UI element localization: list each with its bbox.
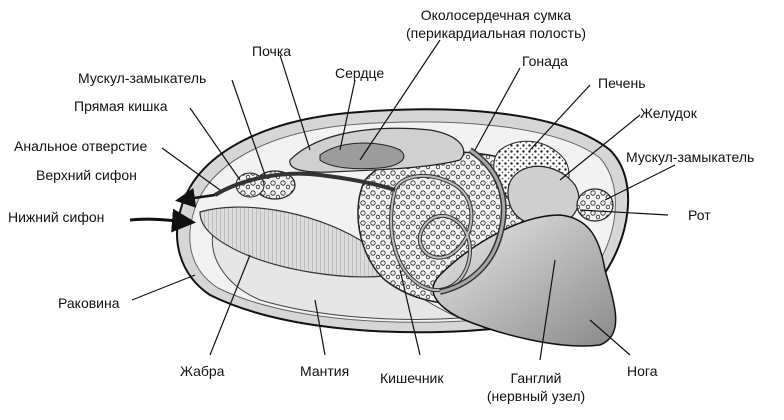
label-ganglion-1: Ганглий (511, 370, 562, 386)
foot-shape (432, 214, 617, 347)
label-mantle: Мантия (300, 363, 349, 379)
label-shell: Раковина (58, 295, 120, 311)
label-ganglion-2: (нервный узел) (487, 388, 585, 404)
heart-shape (319, 142, 405, 170)
lower-siphon-arrow (129, 208, 196, 233)
upper-siphon-arrow (175, 187, 216, 208)
label-upper-siphon: Верхний сифон (36, 167, 137, 183)
label-intestine: Кишечник (380, 370, 444, 386)
label-adductor-right: Мускул-замыкатель (626, 149, 754, 165)
label-gonad: Гонада (522, 53, 568, 69)
leader-lines (131, 39, 676, 361)
adductor-right-shape (576, 188, 614, 222)
label-stomach: Желудок (640, 105, 698, 121)
label-heart: Сердце (335, 65, 384, 81)
label-kidney: Почка (252, 43, 291, 59)
label-anal-opening: Анальное отверстие (14, 138, 147, 154)
label-liver: Печень (598, 75, 646, 91)
intestine-path-inner (390, 174, 473, 291)
rectum-path (213, 171, 396, 197)
label-adductor-top: Мускул-замыкатель (78, 70, 206, 86)
label-foot: Нога (627, 363, 658, 379)
label-mouth: Рот (688, 207, 711, 223)
label-pericardium-1: Околосердечная сумка (421, 7, 572, 23)
label-gill: Жабра (180, 363, 225, 379)
gonad-path-inner (439, 148, 506, 294)
label-lower-siphon: Нижний сифон (8, 209, 104, 225)
label-pericardium-2: (перикардиальная полость) (406, 25, 586, 41)
label-rectum: Прямая кишка (74, 98, 168, 114)
